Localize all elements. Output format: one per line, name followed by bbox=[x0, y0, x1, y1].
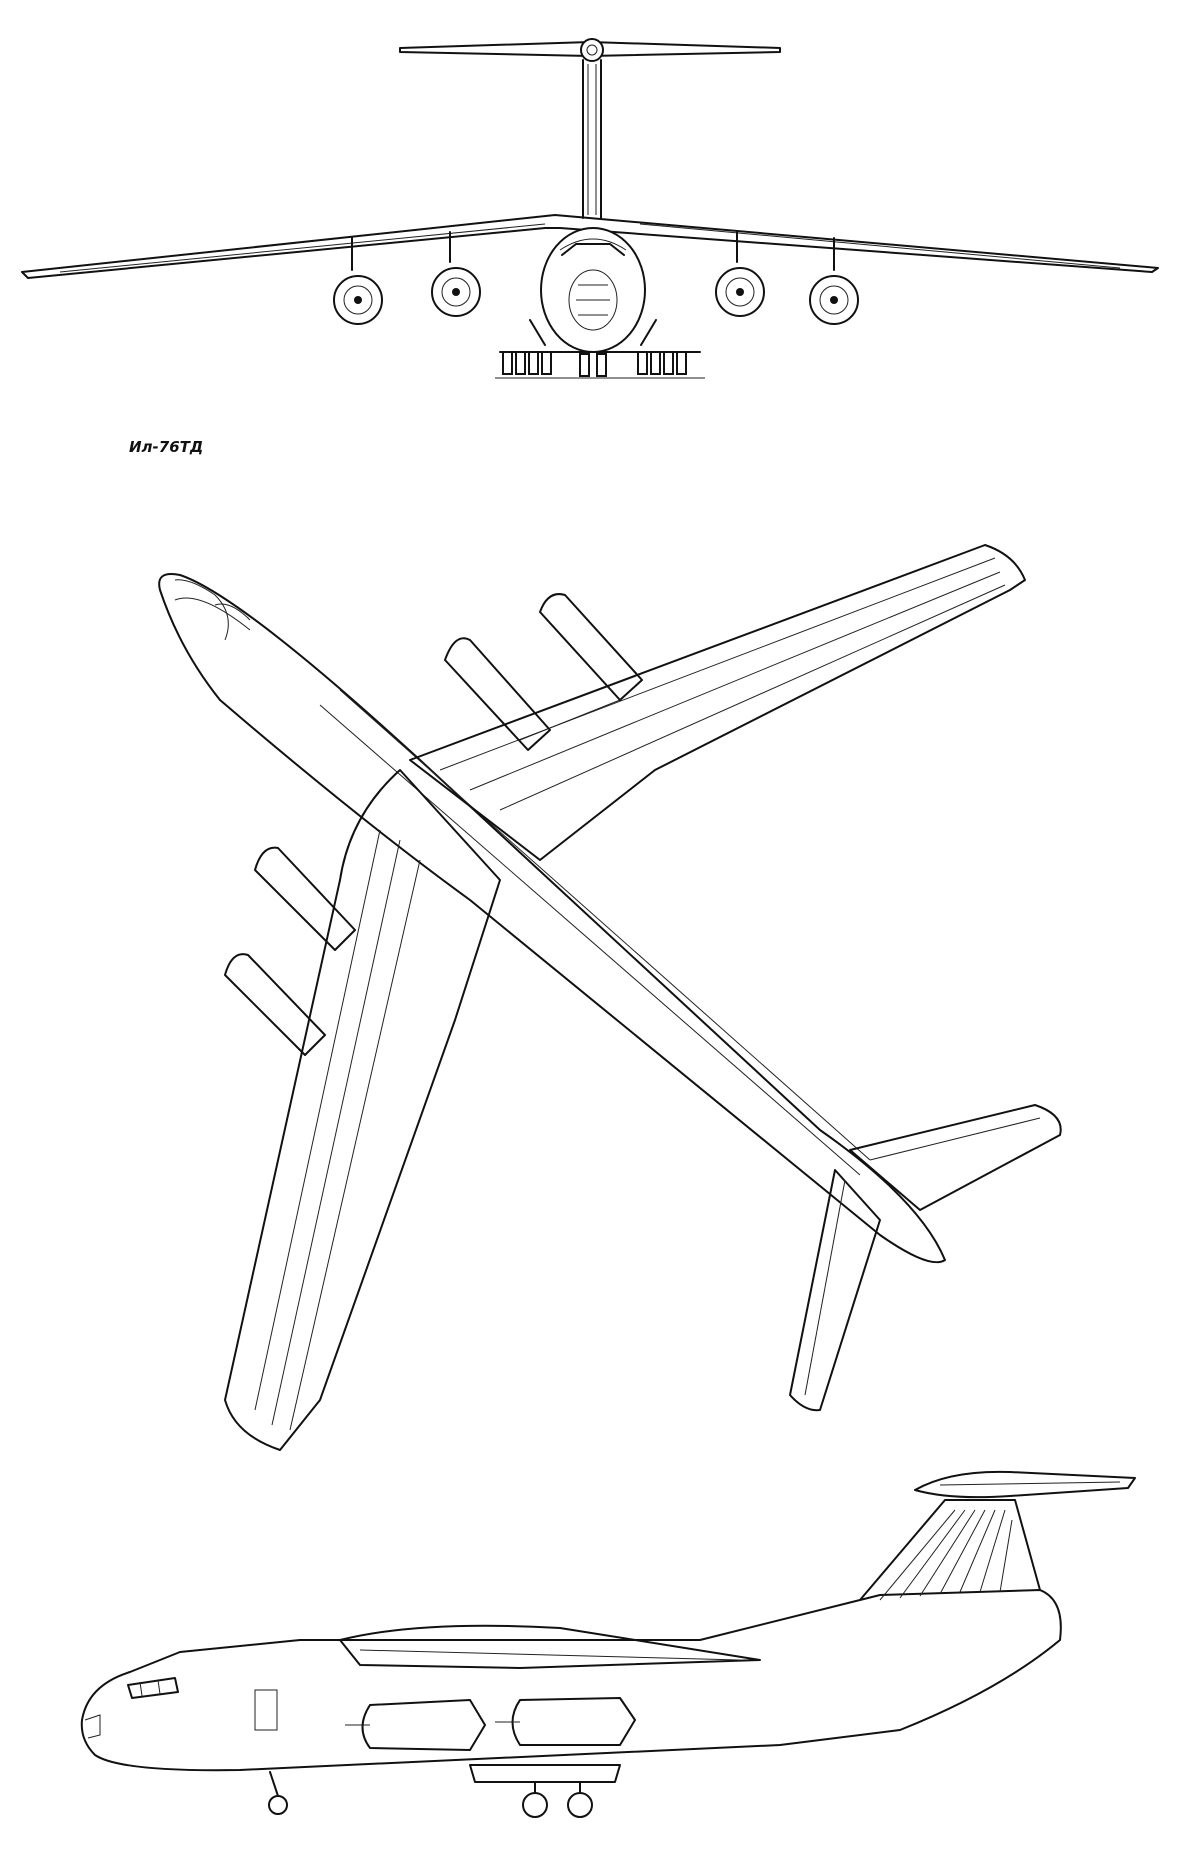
plan-view bbox=[158, 544, 1062, 1451]
front-view bbox=[21, 38, 1159, 379]
aircraft-designation-caption: Ил-76ТД bbox=[129, 438, 204, 456]
side-view bbox=[80, 1470, 1136, 1818]
